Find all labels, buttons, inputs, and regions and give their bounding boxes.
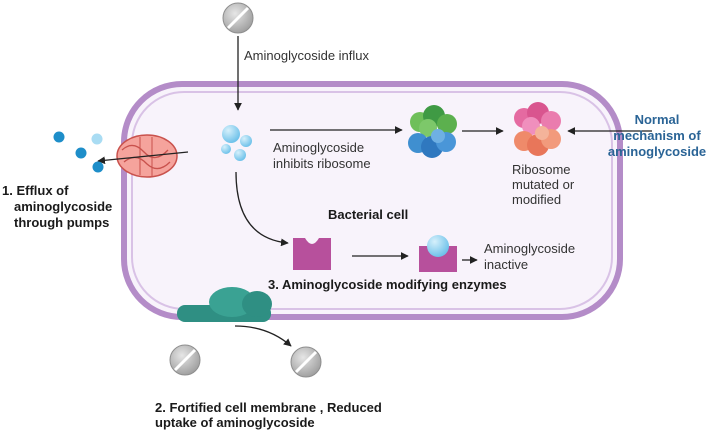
efflux-label-line3: through pumps (14, 215, 110, 230)
ribosome-normal-icon (408, 105, 457, 158)
drug-pill-bottom-right (290, 346, 322, 378)
membrane-porin-icon (177, 287, 272, 322)
modifying-enzymes-label: 3. Aminoglycoside modifying enzymes (268, 277, 507, 292)
ribosome-mutated-icon (514, 102, 561, 156)
inactive-label-line2: inactive (484, 257, 529, 272)
enzyme-drug-complex-icon (419, 235, 457, 272)
normal-mechanism-line2: mechanism of (613, 128, 701, 143)
inhibits-label-line1: Aminoglycoside (273, 140, 365, 155)
enzyme-icon (293, 238, 331, 270)
normal-mechanism-line1: Normal (634, 112, 680, 127)
cell-membrane-inner (131, 91, 613, 310)
bacterial-cell-label: Bacterial cell (328, 207, 409, 222)
drug-pill-top (222, 2, 254, 34)
fortified-label-line2: uptake of aminoglycoside (155, 415, 315, 430)
ribosome-label-line3: modified (512, 192, 562, 207)
fortified-label-line1: 2. Fortified cell membrane , Reduced (155, 400, 382, 415)
influx-label: Aminoglycoside influx (244, 48, 370, 63)
ribosome-label-line1: Ribosome (512, 162, 571, 177)
ribosome-label-line2: mutated or (512, 177, 575, 192)
arrow-to-enzyme (235, 171, 289, 247)
efflux-label-line1: 1. Efflux of (2, 183, 69, 198)
efflux-label-line2: aminoglycoside (14, 199, 113, 214)
drug-molecules-inside (221, 125, 252, 161)
drug-pill-bottom-left (169, 344, 201, 376)
normal-mechanism-line3: aminoglycoside (607, 144, 707, 159)
expelled-drug-molecules (53, 131, 104, 173)
efflux-arrow (97, 151, 189, 165)
inactive-label-line1: Aminoglycoside (484, 241, 576, 256)
reduced-uptake-arrow (234, 325, 292, 347)
inhibits-label-line2: inhibits ribosome (273, 156, 371, 171)
